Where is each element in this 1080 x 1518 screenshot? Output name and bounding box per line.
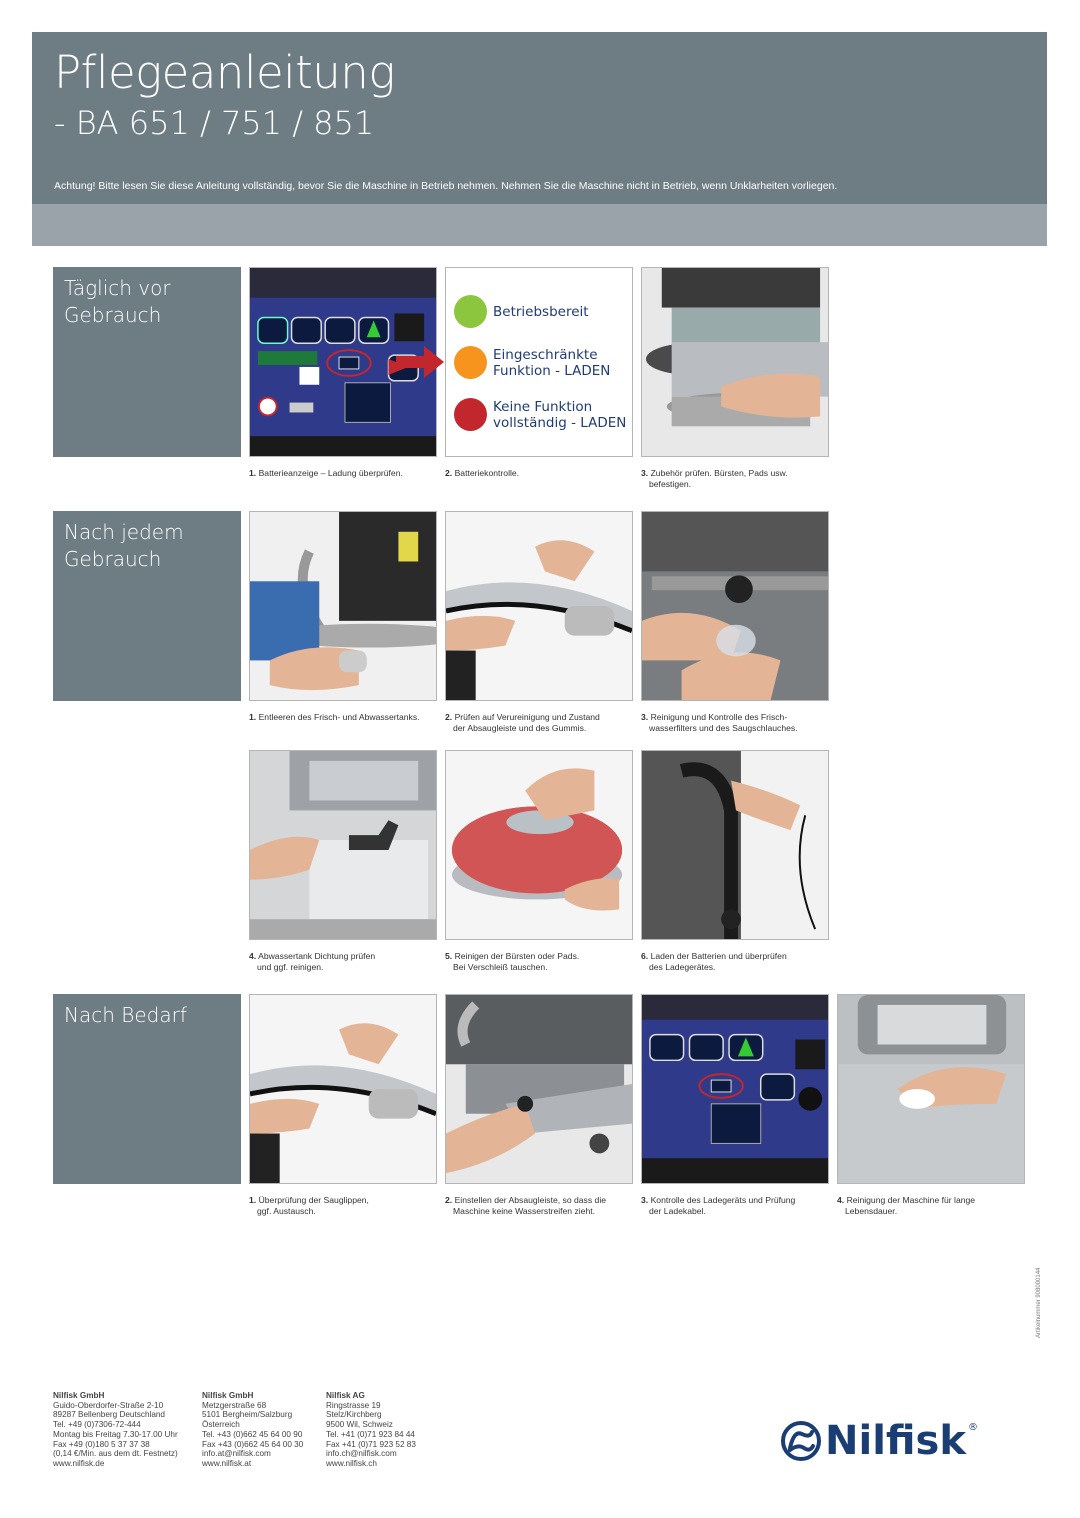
photo-waste-tank-seal: [249, 750, 437, 940]
caption-daily-3: 3. Zubehör prüfen. Bürsten, Pads usw. be…: [641, 468, 788, 489]
header-strip: [32, 204, 1047, 246]
red-status-dot: [454, 398, 487, 431]
caption-after-5: 5. Reinigen der Bürsten oder Pads. Bei V…: [445, 951, 580, 972]
section-label-as-needed: Nach Bedarf: [53, 994, 241, 1184]
photo-charger-cable-check: [641, 994, 829, 1184]
photo-squeegee-blades: [249, 994, 437, 1184]
section-label-daily-text: Täglich vor Gebrauch: [64, 276, 171, 327]
battery-status-legend: Betriebsbereit Eingeschränkte Funktion -…: [445, 267, 633, 457]
status-none-label: Keine Funktion vollständig - LADEN: [493, 398, 627, 431]
nilfisk-logo: Nilfisk ®: [780, 1418, 978, 1464]
photo-squeegee-check: [445, 511, 633, 701]
caption-daily-2: 2. Batteriekontrolle.: [445, 468, 520, 478]
caption-asneeded-2: 2. Einstellen der Absaugleiste, so dass …: [445, 1195, 607, 1216]
green-status-dot: [454, 295, 487, 328]
photo-charge-batteries: [641, 750, 829, 940]
caption-asneeded-1: 1. Überprüfung der Sauglippen, ggf. Aust…: [249, 1195, 369, 1216]
orange-status-dot: [454, 346, 487, 379]
photo-adjust-squeegee: [445, 994, 633, 1184]
caption-asneeded-4: 4. Reinigung der Maschine für lange Lebe…: [837, 1195, 976, 1216]
caption-after-3: 3. Reinigung und Kontrolle des Frisch- w…: [641, 712, 798, 733]
nilfisk-emblem-icon: [781, 1421, 821, 1461]
red-arrow-icon: [396, 346, 444, 378]
header-banner: Pflegeanleitung - BA 651 / 751 / 851 Ach…: [32, 32, 1047, 204]
caption-after-1: 1. Entleeren des Frisch- und Abwassertan…: [249, 712, 420, 722]
status-ready-label: Betriebsbereit: [493, 303, 589, 320]
caption-after-6: 6. Laden der Batterien und überprüfen de…: [641, 951, 787, 972]
brand-name: Nilfisk: [825, 1418, 966, 1464]
page-title: Pflegeanleitung: [54, 46, 395, 99]
photo-brush-pad: [445, 750, 633, 940]
section-label-after-use: Nach jedem Gebrauch: [53, 511, 241, 701]
page-subtitle: - BA 651 / 751 / 851: [54, 104, 375, 142]
caption-asneeded-3: 3. Kontrolle des Ladegeräts und Prüfung …: [641, 1195, 796, 1216]
photo-accessory-check: [641, 267, 829, 457]
address-switzerland: Nilfisk AG Ringstrasse 19 Stelz/Kirchber…: [326, 1391, 416, 1468]
photo-filter-clean: [641, 511, 829, 701]
status-ready: Betriebsbereit: [454, 295, 589, 328]
status-limited-label: Eingeschränkte Funktion - LADEN: [493, 346, 611, 379]
section-label-after-text: Nach jedem Gebrauch: [64, 520, 184, 571]
warning-text: Achtung! Bitte lesen Sie diese Anleitung…: [54, 180, 838, 192]
registered-mark: ®: [967, 1421, 978, 1433]
photo-battery-indicator: [249, 267, 437, 457]
caption-after-4: 4. Abwassertank Dichtung prüfen und ggf.…: [249, 951, 376, 972]
address-germany: Nilfisk GmbH Guido-Oberdorfer-Straße 2-1…: [53, 1391, 178, 1468]
section-label-as-needed-text: Nach Bedarf: [64, 1003, 187, 1027]
status-limited: Eingeschränkte Funktion - LADEN: [454, 346, 632, 379]
photo-clean-machine: [837, 994, 1025, 1184]
section-label-daily: Täglich vor Gebrauch: [53, 267, 241, 457]
article-number: Artikelnummer 908000144: [1036, 1267, 1042, 1338]
photo-empty-tanks: [249, 511, 437, 701]
status-none: Keine Funktion vollständig - LADEN: [454, 398, 632, 431]
address-austria: Nilfisk GmbH Metzgerstraße 68 5101 Bergh…: [202, 1391, 304, 1468]
caption-daily-1: 1. Batterieanzeige – Ladung überprüfen.: [249, 468, 403, 478]
caption-after-2: 2. Prüfen auf Verureinigung und Zustand …: [445, 712, 600, 733]
